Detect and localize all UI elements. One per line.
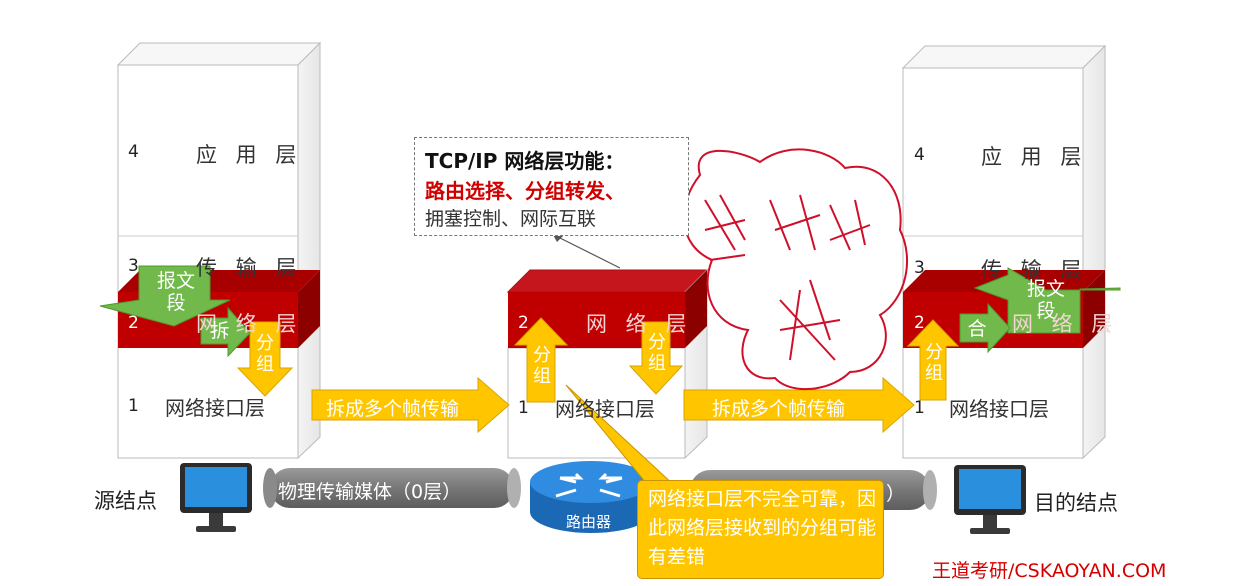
right-merge-label: 合 (967, 318, 987, 340)
left-packet-arrow (236, 321, 294, 397)
left-layer4-num: 4 (128, 142, 139, 162)
right-packet-arrow (906, 319, 960, 401)
dest-computer-icon (954, 465, 1026, 534)
right-layer4-name: 应 用 层 (981, 145, 1088, 169)
medium-label: 物理传输媒体（0层） (278, 481, 462, 503)
transfer-label-right: 拆成多个帧传输 (712, 398, 846, 420)
left-layer3-num: 3 (128, 256, 139, 276)
handwritten-annotation (682, 148, 908, 390)
router-layer1-name: 网络接口层 (555, 397, 655, 421)
left-layer4-name: 应 用 层 (196, 143, 303, 167)
brand-watermark: 王道考研/CSKAOYAN.COM (932, 560, 1167, 582)
left-split-label: 拆 (210, 320, 230, 342)
source-computer-icon (180, 463, 252, 532)
router-packet-down-arrow (628, 321, 684, 395)
right-segment-label: 报文 段 (1026, 278, 1065, 322)
left-layer3-name: 传 输 层 (196, 256, 303, 280)
right-layer3-name: 传 输 层 (981, 258, 1088, 282)
reliability-note: 网络接口层不完全可靠，因此网络层接收到的分组可能有差错 (637, 480, 884, 579)
left-layer1-num: 1 (128, 396, 139, 416)
left-split-arrow (200, 306, 251, 358)
reliability-note-text: 网络接口层不完全可靠，因此网络层接收到的分组可能有差错 (648, 488, 877, 568)
tcp-callout-line (555, 235, 621, 269)
tcp-box-rest: 拥塞控制、网际互联 (425, 208, 597, 230)
router-icon (530, 461, 652, 533)
right-layer3-num: 3 (914, 258, 925, 278)
right-layer2-num: 2 (914, 313, 925, 333)
transfer-arrow-right (683, 376, 915, 434)
router-layer1-num: 1 (518, 398, 529, 418)
router-packet-up-label: 分 组 (533, 345, 551, 387)
router-layer2-name: 网 络 层 (586, 312, 693, 336)
transfer-label-left: 拆成多个帧传输 (326, 398, 460, 420)
dest-node-label: 目的结点 (1034, 491, 1118, 515)
left-layer2-name: 网 络 层 (196, 312, 303, 336)
router-label: 路由器 (566, 513, 612, 531)
source-node-label: 源结点 (94, 489, 157, 513)
medium-label-right-tail: ） (886, 483, 906, 505)
tcp-box-title: TCP/IP 网络层功能： (425, 149, 625, 173)
right-merge-arrow (959, 302, 1011, 354)
left-packet-label: 分 组 (256, 333, 274, 375)
router-packet-down-label: 分 组 (648, 332, 666, 374)
right-layer1-name: 网络接口层 (949, 397, 1049, 421)
right-layer4-num: 4 (914, 145, 925, 165)
left-segment-label: 报文 段 (156, 270, 195, 314)
router-packet-up-arrow (513, 317, 569, 403)
left-layer1-name: 网络接口层 (165, 396, 265, 420)
right-layer2-name: 网 络 层 (1012, 312, 1119, 336)
right-layer1-num: 1 (914, 398, 925, 418)
router-layer2-num: 2 (518, 313, 529, 333)
tcp-box-highlight: 路由选择、分组转发、 (425, 179, 625, 203)
tcp-ip-function-box: TCP/IP 网络层功能： 路由选择、分组转发、 拥塞控制、网际互联 (414, 137, 689, 236)
transfer-arrow-left (311, 376, 510, 434)
right-segment-arrow (973, 267, 1121, 334)
left-segment-arrow (99, 265, 231, 327)
right-packet-label: 分 组 (925, 342, 943, 384)
left-layer2-num: 2 (128, 313, 139, 333)
